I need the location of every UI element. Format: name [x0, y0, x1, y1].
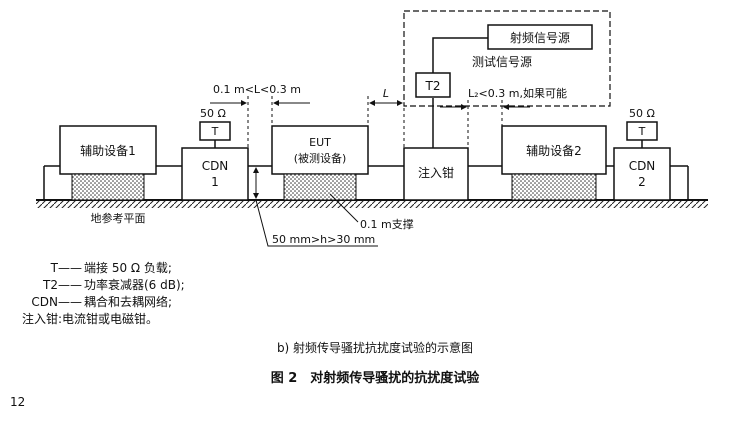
support-block [283, 173, 357, 201]
attenuator-t2 [415, 72, 451, 98]
test-signal-source-label: 测试信号源 [472, 54, 532, 69]
cdn-1-label: CDN [202, 159, 229, 173]
figure-caption: 图 2 对射频传导骚扰的抗扰度试验 [270, 371, 480, 386]
legend-desc: 电流钳或电磁钳。 [62, 312, 159, 326]
dimension-L2-label: L₂<0.3 m,如果可能 [468, 86, 567, 100]
dimension-L-label: L [383, 87, 389, 100]
legend-desc: 功率衰减器(6 dB); [84, 278, 185, 292]
injection-clamp: 注入钳 [403, 98, 469, 201]
dimension-h [253, 167, 378, 247]
terminator-t-1 [199, 121, 231, 141]
legend-row-clamp: 注入钳:电流钳或电磁钳。 [10, 311, 185, 328]
eut-sublabel: (被测设备) [294, 151, 347, 165]
cdn-2-label: CDN [629, 159, 656, 173]
cdn-2: CDN 2 T 50 Ω [613, 107, 671, 201]
eut-label: EUT [309, 136, 331, 149]
legend-desc: 耦合和去耦网络; [84, 295, 173, 309]
aux-equipment-2-label: 辅助设备2 [526, 144, 582, 158]
dimension-L2 [440, 100, 530, 148]
support-label: 0.1 m支撑 [360, 217, 414, 231]
cdn-1-number: 1 [211, 175, 219, 189]
cdn-1: CDN 1 T 50 Ω [181, 107, 249, 201]
cable-line [43, 165, 689, 200]
dimension-L-range-label: 0.1 m<L<0.3 m [213, 83, 301, 96]
figure-subtitle: b) 射频传导骚扰抗扰度试验的示意图 [276, 341, 474, 355]
cdn-2-number: 2 [638, 175, 646, 189]
page-number: 12 [10, 395, 26, 409]
eut: EUT (被测设备) [271, 125, 369, 201]
rf-signal-generator [487, 24, 593, 50]
ground-plane-label: 地参考平面 [91, 211, 146, 225]
terminator-t-2 [626, 121, 658, 141]
dimension-h-label: 50 mm>h>30 mm [272, 233, 375, 246]
attenuator-t2-label: T2 [425, 79, 441, 93]
dimension-L-range [210, 96, 310, 150]
ohm-50-label-2: 50 Ω [629, 107, 655, 120]
legend-key: 注入钳 [21, 312, 58, 326]
terminator-t-2-label: T [638, 125, 646, 138]
rf-signal-generator-label: 射频信号源 [510, 30, 570, 45]
legend-desc: 端接 50 Ω 负载; [84, 261, 172, 275]
legend-key: T2 [43, 278, 58, 292]
ohm-50-label-1: 50 Ω [200, 107, 226, 120]
legend-key: CDN [31, 295, 58, 309]
legend-row-cdn: CDN——耦合和去耦网络; [10, 294, 185, 311]
injection-clamp-label: 注入钳 [418, 165, 454, 180]
test-signal-source: T2 射频信号源 测试信号源 [403, 10, 611, 107]
ground-reference-plane [36, 199, 708, 208]
aux-equipment-1-label: 辅助设备1 [80, 144, 136, 158]
aux-equipment-1: 辅助设备1 [59, 125, 157, 201]
legend-key: T [50, 261, 58, 275]
terminator-t-1-label: T [211, 125, 219, 138]
legend: T——端接 50 Ω 负载; T2——功率衰减器(6 dB); CDN——耦合和… [10, 260, 185, 328]
dimension-L [367, 96, 405, 148]
legend-row-t2: T2——功率衰减器(6 dB); [10, 277, 185, 294]
legend-row-t: T——端接 50 Ω 负载; [10, 260, 185, 277]
support-callout [329, 193, 359, 223]
aux-equipment-2: 辅助设备2 [501, 125, 607, 201]
